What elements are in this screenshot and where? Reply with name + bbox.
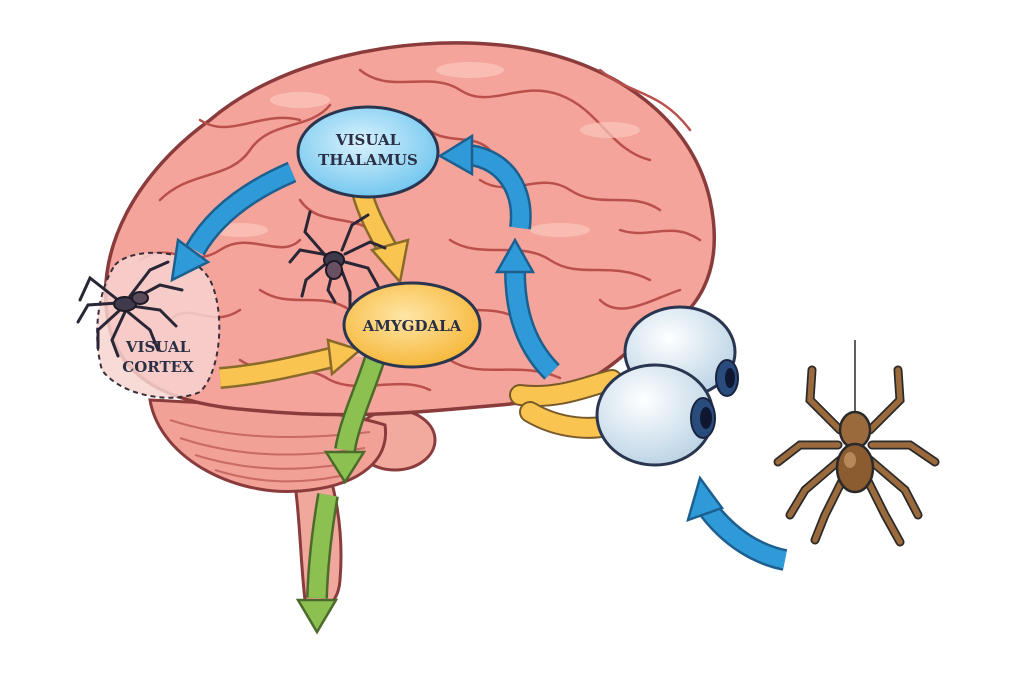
green-pathway-arrows bbox=[295, 354, 386, 635]
cerebrum bbox=[103, 41, 716, 417]
visual-thalamus-label-line2: THALAMUS bbox=[318, 151, 418, 169]
eyeball-icon bbox=[595, 305, 739, 467]
amygdala-node: AMYGDALA bbox=[342, 281, 482, 369]
visual-cortex-label-line2: CORTEX bbox=[122, 358, 194, 376]
yellow-pathway-arrows bbox=[219, 188, 410, 389]
spider-icon bbox=[773, 340, 940, 547]
spider-icon-brain bbox=[288, 210, 387, 310]
visual-thalamus-node: VISUAL THALAMUS bbox=[296, 105, 440, 199]
blue-pathway-arrows bbox=[170, 133, 788, 571]
spider-icon-cortex bbox=[76, 260, 184, 358]
visual-thalamus-label-line1: VISUAL bbox=[335, 131, 401, 149]
amygdala-label: AMYGDALA bbox=[362, 317, 462, 335]
